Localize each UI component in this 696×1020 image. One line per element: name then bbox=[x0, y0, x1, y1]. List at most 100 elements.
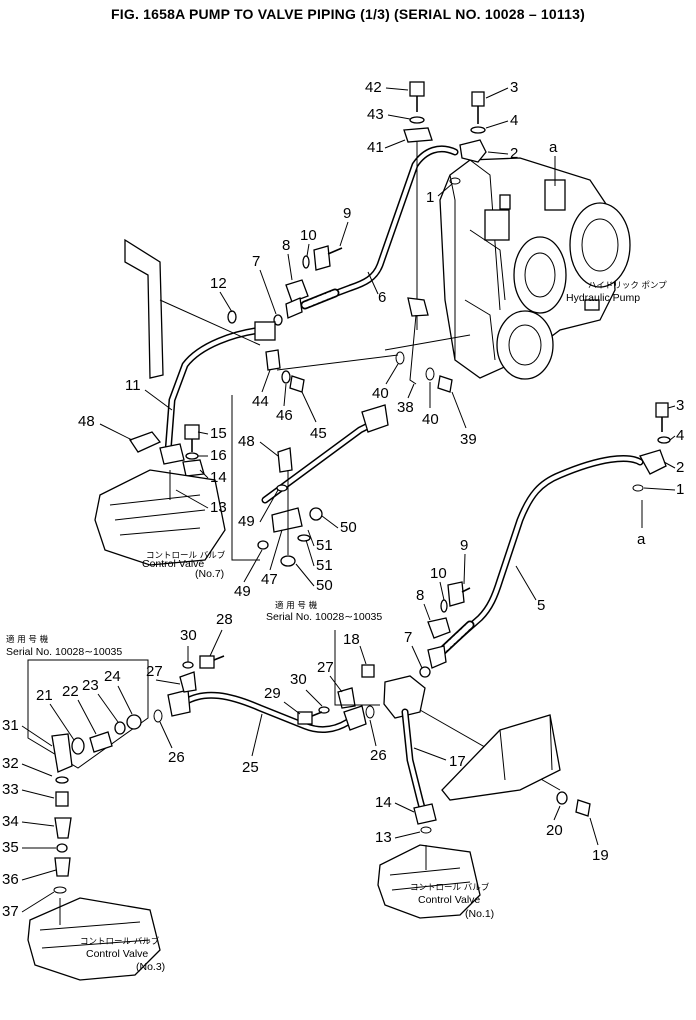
hydraulic-pump bbox=[439, 157, 631, 380]
part-number-48-left: 48 bbox=[78, 413, 95, 430]
part-number-14-lower: 14 bbox=[375, 794, 392, 811]
split-flange-8 bbox=[273, 245, 343, 326]
part-number-37: 37 bbox=[2, 903, 19, 920]
part-number-4-top: 4 bbox=[510, 112, 518, 129]
cv7-label-no: (No.7) bbox=[195, 568, 224, 580]
part-number-48-mid: 48 bbox=[238, 433, 255, 450]
part-number-3-top: 3 bbox=[510, 79, 518, 96]
clamp-assembly-47 bbox=[257, 404, 389, 567]
part-number-26-left: 26 bbox=[168, 749, 185, 766]
clamp-44 bbox=[265, 349, 399, 393]
control-valve-1 bbox=[377, 844, 481, 919]
pump-label-en: Hydraulic Pump bbox=[566, 292, 640, 304]
cv3-label-no: (No.3) bbox=[136, 961, 165, 973]
part-number-45: 45 bbox=[310, 425, 327, 442]
part-number-11: 11 bbox=[125, 377, 141, 394]
bracket-19 bbox=[441, 714, 591, 817]
part-number-51-upper: 51 bbox=[316, 537, 333, 554]
fitting-stack-31-36 bbox=[51, 733, 73, 894]
part-number-10-top: 10 bbox=[300, 227, 317, 244]
bracket-line-7 bbox=[231, 395, 260, 561]
cv3-label-en: Control Valve bbox=[86, 948, 148, 960]
mounting-bracket bbox=[124, 238, 261, 379]
part-number-41: 41 bbox=[367, 139, 384, 156]
part-number-22: 22 bbox=[62, 683, 79, 700]
part-number-27-left: 27 bbox=[146, 663, 163, 680]
part-number-2-top: 2 bbox=[510, 145, 518, 162]
part-number-42: 42 bbox=[365, 79, 382, 96]
part-number-3-right: 3 bbox=[676, 397, 684, 414]
part-number-4-right: 4 bbox=[676, 427, 684, 444]
elbow-fitting-2-right bbox=[632, 402, 671, 492]
pipe-6 bbox=[300, 145, 459, 310]
bolt-42 bbox=[403, 81, 433, 330]
part-number-26-right: 26 bbox=[370, 747, 387, 764]
cv1-label-jp: コントロール バルブ bbox=[410, 882, 490, 893]
part-number-36: 36 bbox=[2, 871, 19, 888]
part-number-32: 32 bbox=[2, 755, 19, 772]
part-number-2-right: 2 bbox=[676, 459, 684, 476]
callout-a-top: a bbox=[549, 139, 558, 156]
part-number-28: 28 bbox=[216, 611, 233, 628]
part-number-39: 39 bbox=[460, 431, 477, 448]
part-number-27-right: 27 bbox=[317, 659, 334, 676]
part-number-44: 44 bbox=[252, 393, 269, 410]
clamp-38 bbox=[384, 297, 471, 393]
serial-mid-jp: 適 用 号 機 bbox=[275, 600, 318, 611]
callout-a-right: a bbox=[637, 531, 646, 548]
part-number-24: 24 bbox=[104, 668, 121, 685]
pipe-5 bbox=[427, 455, 644, 669]
tube-11 bbox=[159, 310, 276, 465]
part-number-50-lower: 50 bbox=[316, 577, 333, 594]
tube-17 bbox=[361, 664, 437, 834]
elbow-fitting-2 bbox=[449, 91, 487, 185]
part-number-40-left: 40 bbox=[372, 385, 389, 402]
part-number-46: 46 bbox=[276, 407, 293, 424]
cv3-label-jp: コントロール バルブ bbox=[80, 936, 160, 947]
part-number-51-lower: 51 bbox=[316, 557, 333, 574]
pipe-25 bbox=[153, 655, 375, 733]
part-number-20: 20 bbox=[546, 822, 563, 839]
cv7-label-en: Control Valve bbox=[142, 558, 204, 570]
serial-left-en: Serial No. 10028∼10035 bbox=[6, 646, 122, 658]
part-number-33: 33 bbox=[2, 781, 19, 798]
part-number-6: 6 bbox=[378, 289, 386, 306]
part-number-9-right: 9 bbox=[460, 537, 468, 554]
part-number-49-upper: 49 bbox=[238, 513, 255, 530]
part-number-5: 5 bbox=[537, 597, 545, 614]
clamp-48-left bbox=[129, 431, 162, 453]
part-number-17: 17 bbox=[449, 753, 466, 770]
serial-box-mid bbox=[334, 630, 380, 706]
cv1-label-en: Control Valve bbox=[418, 894, 480, 906]
part-number-23: 23 bbox=[82, 677, 99, 694]
cv7-label-jp: コントロール バルブ bbox=[146, 550, 226, 561]
part-number-13-top: 13 bbox=[210, 499, 227, 516]
part-number-7-right: 7 bbox=[404, 629, 412, 646]
figure-title: FIG. 1658A PUMP TO VALVE PIPING (1/3) (S… bbox=[111, 6, 585, 22]
part-number-19: 19 bbox=[592, 847, 609, 864]
split-flange-8-right bbox=[419, 581, 471, 678]
pump-label-jp: ハイドリック ポンプ bbox=[588, 281, 667, 291]
part-number-16: 16 bbox=[210, 447, 227, 464]
part-number-1-right: 1 bbox=[676, 481, 684, 498]
part-number-50-upper: 50 bbox=[340, 519, 357, 536]
part-number-31: 31 bbox=[2, 717, 19, 734]
part-number-21: 21 bbox=[36, 687, 53, 704]
part-number-49-lower: 49 bbox=[234, 583, 251, 600]
part-number-38: 38 bbox=[397, 399, 414, 416]
part-number-30-left: 30 bbox=[180, 627, 197, 644]
part-number-47: 47 bbox=[261, 571, 278, 588]
part-number-8-right: 8 bbox=[416, 587, 424, 604]
part-number-18: 18 bbox=[343, 631, 360, 648]
control-valve-3 bbox=[27, 897, 161, 981]
part-number-30-right: 30 bbox=[290, 671, 307, 688]
part-number-13-lower: 13 bbox=[375, 829, 392, 846]
part-number-8-top: 8 bbox=[282, 237, 290, 254]
part-number-35: 35 bbox=[2, 839, 19, 856]
part-number-1-top: 1 bbox=[426, 189, 434, 206]
serial-box-left bbox=[27, 659, 149, 769]
part-number-9-top: 9 bbox=[343, 205, 351, 222]
part-number-15: 15 bbox=[210, 425, 227, 442]
part-number-43: 43 bbox=[367, 106, 384, 123]
